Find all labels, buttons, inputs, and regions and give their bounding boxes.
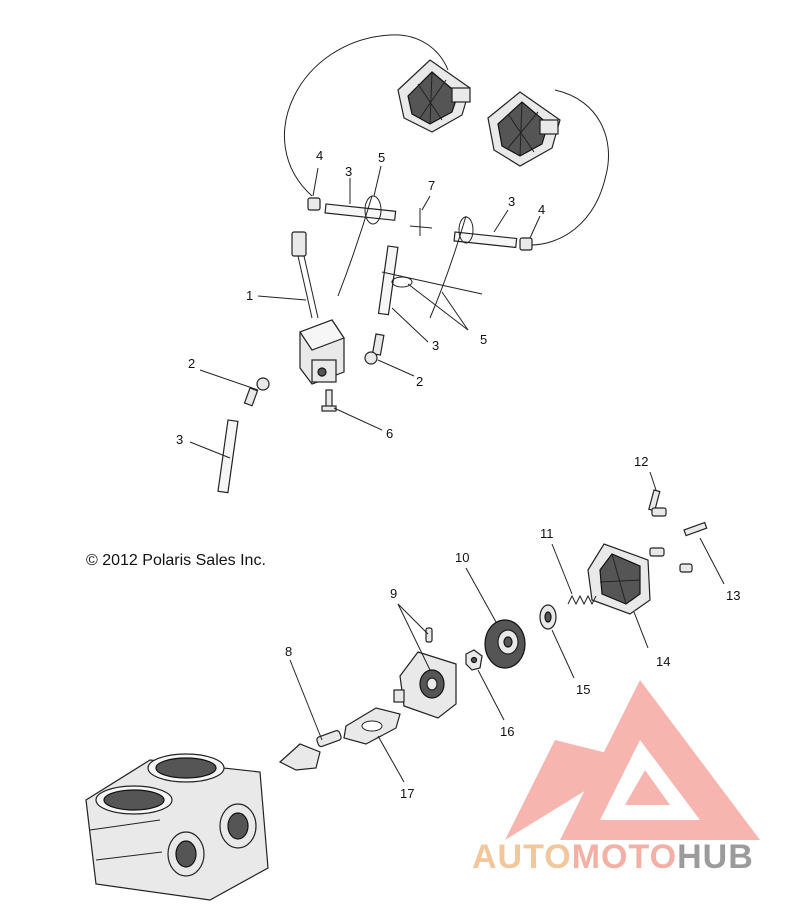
leader-lines-upper	[189, 165, 541, 459]
watermark-auto: AUTO	[472, 838, 572, 876]
callout-5-lower: 5	[480, 332, 487, 347]
hose-arc-left	[284, 34, 449, 197]
bolt-6	[321, 389, 337, 412]
cable-clip-right	[458, 216, 474, 244]
callout-2-right: 2	[416, 374, 423, 389]
callout-10: 10	[455, 550, 469, 565]
cable-middle	[381, 271, 483, 295]
cap-left	[307, 197, 321, 211]
callout-12: 12	[634, 454, 648, 469]
callout-2-left: 2	[188, 356, 195, 371]
callout-3-upper-right: 3	[508, 194, 515, 209]
hose-arc-right	[529, 89, 609, 246]
callout-14: 14	[656, 654, 670, 669]
cable-clip-left	[364, 195, 382, 225]
callout-4-left: 4	[316, 148, 323, 163]
diaphragm	[484, 619, 526, 669]
cable-right	[429, 215, 467, 319]
nut	[465, 649, 483, 671]
hose-fitting	[278, 730, 342, 771]
bolt-12	[648, 489, 667, 517]
cylinder-block	[85, 753, 269, 901]
copyright-notice: © 2012 Polaris Sales Inc.	[86, 552, 266, 569]
callout-3-lower: 3	[176, 432, 183, 447]
cable-left	[337, 195, 373, 297]
callout-7: 7	[428, 178, 435, 193]
callout-1: 1	[246, 288, 253, 303]
cap-right	[519, 237, 533, 251]
callout-16: 16	[500, 724, 514, 739]
callout-3-middle: 3	[432, 338, 439, 353]
watermark-hub: HUB	[677, 838, 754, 876]
callout-8: 8	[285, 644, 292, 659]
spring-seat	[539, 604, 557, 630]
elbow-fitting-left	[243, 377, 270, 407]
elbow-fitting-right	[364, 333, 385, 365]
t-fitting	[409, 208, 433, 236]
reed-housing-upper-left	[397, 59, 471, 133]
gasket	[343, 707, 401, 745]
tube-upper-right	[453, 231, 518, 249]
tube-middle	[377, 245, 399, 316]
callout-3-upper-left: 3	[345, 164, 352, 179]
callout-17: 17	[400, 786, 414, 801]
callout-15: 15	[576, 682, 590, 697]
spring	[567, 594, 597, 606]
bolts-13	[649, 521, 708, 573]
valve-base	[393, 627, 457, 719]
leader-lines-lower	[289, 471, 725, 783]
reed-housing-upper-right	[487, 91, 561, 167]
callout-4-right: 4	[538, 202, 545, 217]
cable-clip-middle	[391, 276, 413, 288]
watermark-logo-icon	[505, 680, 760, 840]
tube-lower	[217, 419, 239, 494]
callout-11: 11	[540, 526, 554, 541]
valve-cover	[587, 543, 651, 615]
tube-upper-left	[324, 203, 397, 221]
watermark-brand: AUTOMOTOHUB	[472, 838, 754, 877]
callout-13: 13	[726, 588, 740, 603]
callout-9: 9	[390, 586, 397, 601]
callout-5-upper: 5	[378, 150, 385, 165]
callout-6: 6	[386, 426, 393, 441]
solenoid-valve	[291, 231, 345, 385]
watermark-moto: MOTO	[571, 838, 678, 876]
